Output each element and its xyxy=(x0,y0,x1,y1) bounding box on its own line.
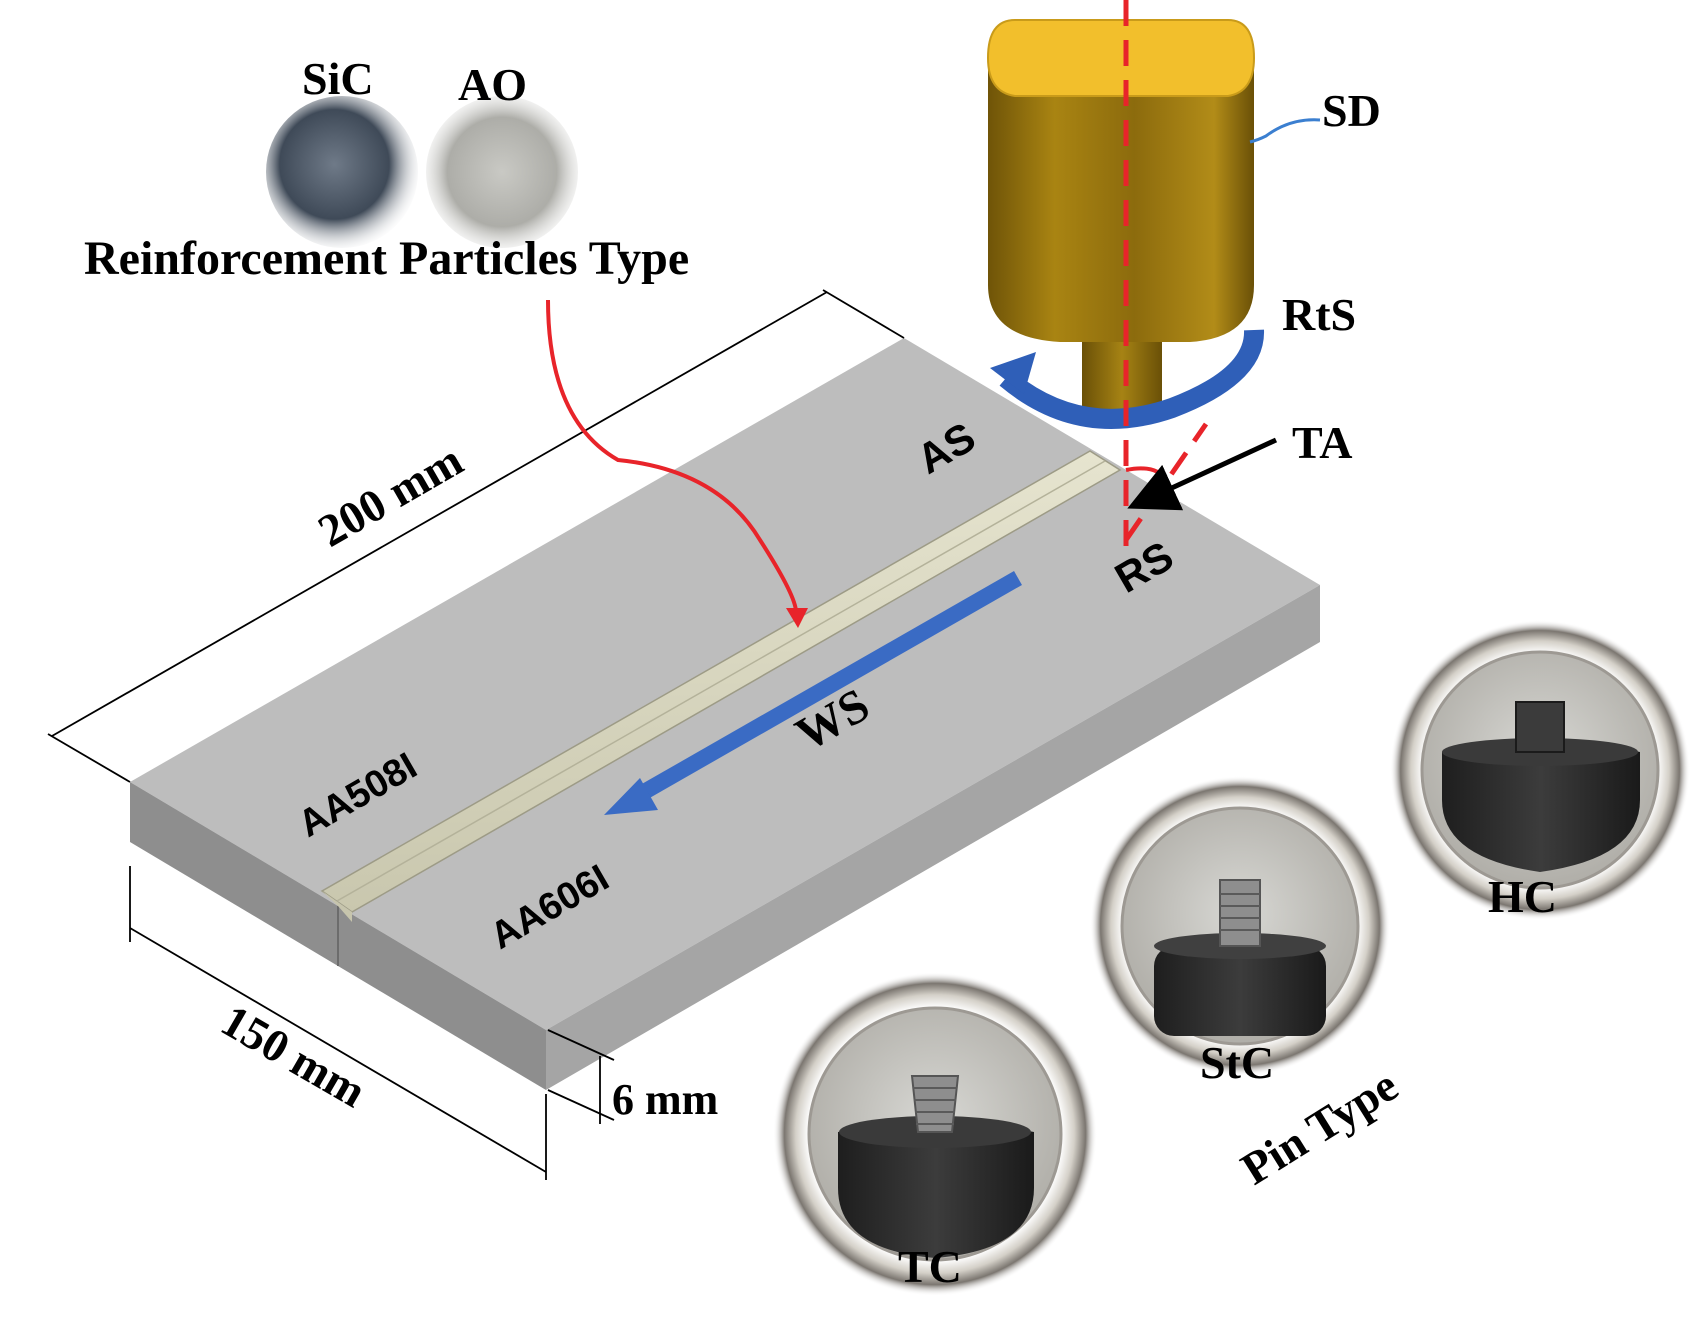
label-sd: SD xyxy=(1322,85,1381,136)
label-150mm: 150 mm xyxy=(213,994,375,1117)
label-stc: StC xyxy=(1200,1037,1274,1088)
label-6mm: 6 mm xyxy=(612,1075,718,1124)
tool-shoulder-body xyxy=(988,58,1254,342)
label-reinforcement: Reinforcement Particles Type xyxy=(84,232,689,285)
label-rts: RtS xyxy=(1282,289,1356,340)
plate-right-face xyxy=(546,585,1320,1090)
label-ao: AO xyxy=(458,59,527,110)
welding-direction-arrow xyxy=(604,571,1022,815)
dimension-6mm xyxy=(547,1029,615,1124)
label-ta: TA xyxy=(1292,417,1353,468)
sic-particle-sample xyxy=(266,96,418,248)
workpiece-plates xyxy=(130,338,1320,1090)
reinforcement-particles xyxy=(266,96,578,248)
dimension-200mm xyxy=(47,289,905,783)
label-sic: SiC xyxy=(302,53,374,104)
label-tc: TC xyxy=(898,1241,962,1292)
rotation-arrow xyxy=(990,329,1264,429)
tool-top-face xyxy=(986,19,1256,97)
pin-tc xyxy=(773,972,1097,1296)
sd-pointer xyxy=(1249,118,1321,144)
ao-particle-sample xyxy=(426,96,578,248)
reinforcement-arrow xyxy=(546,299,808,628)
ta-pointer xyxy=(1127,437,1278,511)
pin-hc xyxy=(1390,620,1690,920)
label-hc: HC xyxy=(1488,871,1557,922)
label-200mm: 200 mm xyxy=(310,434,472,557)
fsw-tool xyxy=(986,19,1256,426)
pin-stc xyxy=(1090,776,1390,1076)
dimension-150mm xyxy=(129,866,547,1180)
